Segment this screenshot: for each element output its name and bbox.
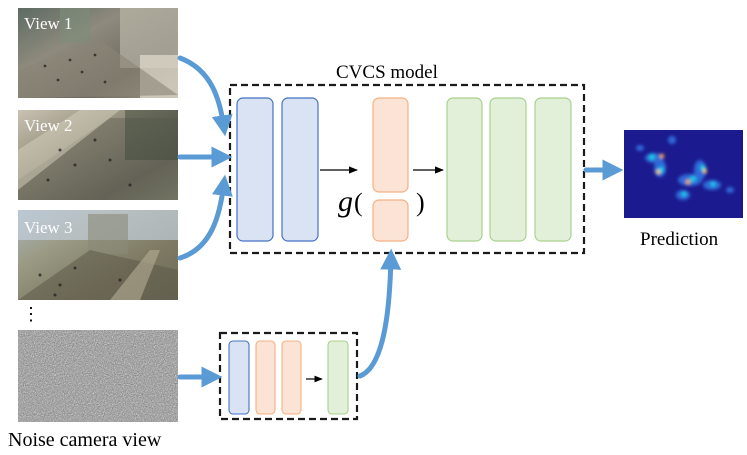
- camera-encoder-orange-2: [281, 340, 302, 415]
- view-pedestrians: [38, 53, 132, 297]
- view-2-image: [18, 110, 178, 200]
- view-3-arrow: [177, 174, 233, 261]
- view-1-image: [18, 8, 178, 98]
- prediction-heatmap: [624, 130, 743, 218]
- decoder-layer-2: [489, 97, 527, 242]
- camera-encoder-orange-1: [255, 340, 276, 415]
- encoder-layer-2: [281, 97, 319, 242]
- view-3-label: View 3: [24, 218, 73, 237]
- encoder-to-fusion-up-arrow: [357, 248, 402, 379]
- model-boundary: [228, 83, 586, 255]
- fusion-close-paren: ): [416, 188, 425, 217]
- fusion-open-paren: (: [354, 188, 363, 217]
- fusion-feature-block: [372, 97, 409, 193]
- decoder-layer-3: [534, 97, 572, 242]
- prediction-label: Prediction: [640, 229, 719, 250]
- camera-encoder-blue: [228, 340, 250, 415]
- camera-encoder-green: [327, 340, 349, 415]
- model-title: CVCS model: [336, 62, 438, 83]
- view-1-arrow: [177, 55, 233, 137]
- encoder-layer-1: [236, 97, 274, 242]
- flow-arrows: [177, 55, 624, 388]
- noise-camera-image: [18, 330, 178, 422]
- view-2-label: View 2: [24, 116, 73, 135]
- fusion-g-label: g: [338, 185, 353, 218]
- noise-camera-label: Noise camera view: [8, 429, 162, 451]
- view-3-image: [18, 210, 178, 300]
- fusion-camera-block: [372, 199, 409, 242]
- view-1-label: View 1: [24, 14, 73, 33]
- decoder-layer-1: [446, 97, 483, 242]
- views-ellipsis: ⋮: [22, 304, 40, 324]
